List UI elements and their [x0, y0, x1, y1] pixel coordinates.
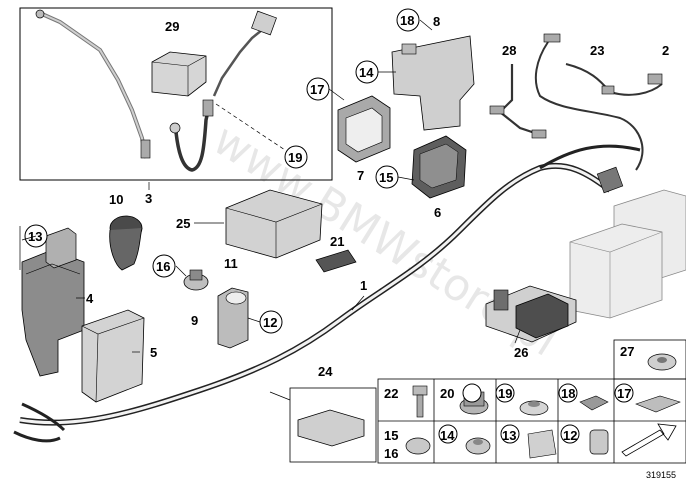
callout-12: 12 [263, 315, 277, 330]
callout-15: 15 [379, 170, 393, 185]
clip-part-21[interactable] [315, 249, 357, 273]
callout-7: 7 [357, 168, 364, 183]
nut-part-15-16[interactable] [405, 437, 431, 455]
callout-1: 1 [360, 278, 367, 293]
control-module-part-6[interactable] [411, 135, 467, 199]
callout-28: 28 [502, 43, 516, 58]
callout-14: 14 [359, 65, 374, 80]
battery-cable-part-3[interactable] [35, 9, 151, 159]
callout-9: 9 [191, 313, 198, 328]
callout-24: 24 [318, 364, 333, 379]
callout-2: 2 [662, 43, 669, 58]
callout-6: 6 [434, 205, 441, 220]
grid-label-20: 20 [440, 386, 454, 401]
bolt-part-22[interactable] [412, 385, 428, 418]
arrow-icon [621, 423, 677, 457]
ground-cable[interactable] [169, 99, 214, 172]
connector-part-24[interactable] [297, 409, 365, 447]
junction-box-part-25[interactable] [225, 189, 323, 259]
lead-part-28[interactable] [489, 64, 547, 139]
terminal-part-9[interactable] [183, 269, 209, 291]
harness-part-23[interactable] [534, 33, 663, 171]
grid-label-12: 12 [563, 428, 577, 443]
control-unit-part-5[interactable] [81, 309, 145, 403]
module-part-26[interactable] [485, 285, 577, 343]
callout-5: 5 [150, 345, 157, 360]
callout-18: 18 [400, 13, 414, 28]
cover-part-29[interactable] [151, 51, 207, 97]
callout-21: 21 [330, 234, 344, 249]
grid-label-17: 17 [617, 386, 631, 401]
cap-part-12[interactable] [589, 429, 609, 455]
small-parts-grid [377, 339, 686, 464]
callout-16: 16 [156, 259, 170, 274]
callout-25: 25 [176, 216, 190, 231]
pad-part-17[interactable] [635, 395, 681, 413]
battery-front [569, 223, 663, 319]
callout-8: 8 [433, 14, 440, 29]
callout-3: 3 [145, 191, 152, 206]
holder-part-7[interactable] [337, 95, 391, 163]
clip-nut-part-13[interactable] [527, 429, 557, 459]
nut-part-14[interactable] [465, 437, 491, 455]
callout-29: 29 [165, 19, 179, 34]
callout-23: 23 [590, 43, 604, 58]
grid-label-22: 22 [384, 386, 398, 401]
callout-19: 19 [288, 150, 302, 165]
main-wiring-harness-part-1[interactable] [13, 144, 641, 443]
sensor-cable[interactable] [212, 10, 277, 97]
grid-label-13: 13 [502, 428, 516, 443]
callout-circles [24, 8, 420, 334]
fuse-holder-part-4[interactable] [21, 227, 85, 377]
callout-4: 4 [86, 291, 94, 306]
callout-10: 10 [109, 192, 123, 207]
cable-group-frame [19, 7, 333, 181]
callout-11: 11 [224, 256, 238, 271]
pad-part-18[interactable] [579, 395, 609, 411]
nut-part-27[interactable] [647, 353, 677, 371]
leader-24 [269, 391, 291, 401]
nut-part-19[interactable] [519, 400, 549, 416]
bracket-part-11[interactable] [217, 287, 249, 349]
rubber-boot-part-10[interactable] [109, 215, 143, 271]
grid-label-27: 27 [620, 344, 634, 359]
grid-label-18: 18 [561, 386, 575, 401]
grid-label-19: 19 [498, 386, 512, 401]
callout-26: 26 [514, 345, 528, 360]
grid-label-15: 15 [384, 428, 398, 443]
leader-lines [19, 19, 521, 353]
callout-17: 17 [310, 82, 324, 97]
bracket-plate-part-8[interactable] [391, 35, 475, 131]
grid-callout-circles [438, 383, 634, 444]
callout-13: 13 [28, 229, 42, 244]
diagram-id: 319155 [646, 470, 676, 480]
grid-label-14: 14 [440, 428, 455, 443]
grid-label-16: 16 [384, 446, 398, 461]
